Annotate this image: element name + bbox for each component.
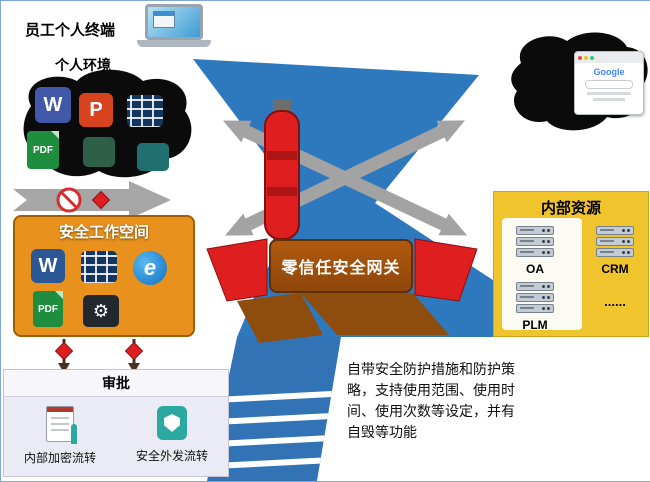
shield-icon: [157, 406, 187, 440]
laptop-icon: [137, 4, 211, 54]
minimize-dot-icon: [584, 55, 588, 60]
approval-item-internal: 内部加密流转: [8, 406, 112, 466]
approval-title: 审批: [4, 370, 228, 397]
browser-logo-text: Google: [593, 67, 625, 77]
pdf-fold-corner: [55, 291, 63, 299]
browser-window: Google: [574, 51, 644, 115]
workspace-title: 安全工作空间: [58, 224, 149, 241]
pdf-icon: PDF: [33, 291, 63, 327]
note-line: 自毁等功能: [347, 424, 417, 440]
resource-label-more: ......: [604, 294, 626, 309]
resource-label-crm: CRM: [601, 262, 629, 276]
spreadsheet-icon: [127, 95, 163, 127]
search-box-icon: [585, 80, 633, 89]
red-beam-left: [206, 238, 268, 302]
app-icon-teal: [137, 143, 169, 171]
internal-resources-box: 内部资源 OA CRM PLM ......: [493, 191, 649, 337]
approval-item-outgoing: 安全外发流转: [120, 406, 224, 466]
spreadsheet-icon: [81, 251, 117, 283]
result-line: [587, 92, 631, 95]
browser-titlebar: [575, 52, 643, 63]
terminal-label: 员工个人终端: [25, 22, 116, 39]
powerpoint-icon: P: [79, 93, 113, 127]
word-icon: W: [31, 249, 65, 283]
note-line: 间、使用次数等设定，并有: [347, 403, 515, 419]
maximize-dot-icon: [590, 55, 594, 60]
gateway-pedestal-right: [301, 293, 449, 335]
document-lock-icon: [46, 406, 77, 444]
laptop-base: [137, 40, 211, 47]
resources-title: 内部资源: [540, 200, 601, 217]
secure-workspace-box: 安全工作空间 W e PDF ⚙: [13, 215, 195, 337]
server-icon: [516, 226, 554, 259]
app-icon-green: [83, 137, 115, 167]
edge-browser-icon: e: [133, 251, 167, 285]
pdf-fold-corner: [51, 131, 59, 139]
settings-gear-icon: ⚙: [83, 295, 119, 327]
feature-note: 自带安全防护措施和防护策 略，支持使用范围、使用时 间、使用次数等设定，并有 自…: [347, 359, 515, 443]
gateway-title: 零信任安全网关: [281, 260, 401, 277]
close-dot-icon: [578, 55, 582, 60]
lock-icon: [66, 424, 82, 445]
note-line: 自带安全防护措施和防护策: [347, 361, 515, 377]
approval-box: 审批 内部加密流转 安全外发流转: [3, 369, 229, 477]
note-line: 略，支持使用范围、使用时: [347, 382, 515, 398]
firewall-capsule: [264, 99, 300, 251]
resource-label-oa: OA: [526, 262, 544, 276]
server-icon: [516, 282, 554, 315]
server-icon: [596, 226, 634, 259]
resource-label-plm: PLM: [522, 318, 548, 332]
word-icon: W: [35, 87, 71, 123]
red-beam-right: [414, 238, 478, 302]
approval-item-label: 内部加密流转: [23, 451, 96, 465]
gateway-pedestal-left: [237, 293, 323, 343]
approval-item-label: 安全外发流转: [135, 449, 208, 463]
pdf-icon: PDF: [27, 131, 59, 169]
personal-env-label: 个人环境: [55, 57, 111, 73]
laptop-screen-window: [153, 11, 175, 28]
approval-connectors: [54, 339, 144, 373]
result-line: [593, 98, 625, 101]
zero-trust-gateway-box: 零信任安全网关: [269, 239, 413, 293]
blocked-flow-arrow: [13, 181, 171, 219]
